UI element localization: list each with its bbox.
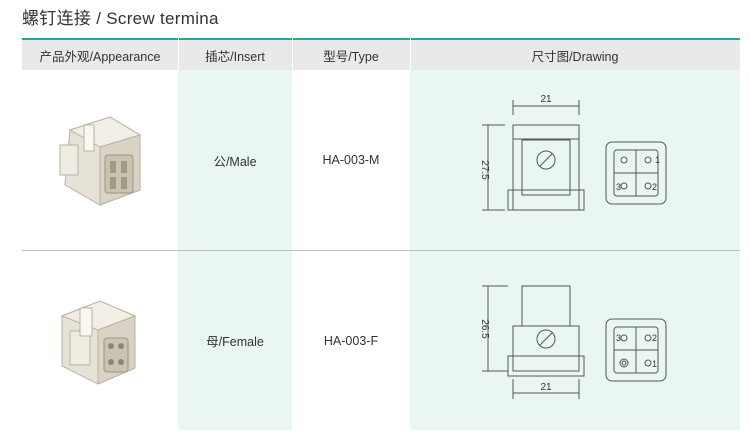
header-drawing: 尺寸图/Drawing (410, 38, 740, 70)
row-divider (22, 250, 740, 251)
female-pin-2: 2 (652, 333, 657, 343)
drawing-male: 21 27.5 1 2 3 (410, 70, 740, 250)
drawing-female: 26.5 21 3 2 1 (410, 251, 740, 430)
insert-male: 公/Male (213, 154, 257, 169)
male-connector-image (59, 116, 142, 206)
female-pin-3: 3 (616, 333, 621, 343)
female-connector-image (60, 299, 137, 385)
page-title: 螺钉连接 / Screw termina (22, 9, 219, 28)
male-height-label: 27.5 (479, 160, 490, 180)
header-insert: 插芯/Insert (178, 38, 292, 70)
male-pin-2: 2 (652, 182, 657, 192)
female-width-label: 21 (540, 382, 552, 393)
header-appearance: 产品外观/Appearance (22, 38, 178, 70)
male-dimension-drawing: 21 27.5 1 2 3 (479, 94, 667, 211)
female-pin-1: 1 (652, 359, 657, 369)
female-height-label: 26.5 (479, 319, 490, 339)
male-width-label: 21 (540, 94, 552, 105)
female-dimension-drawing: 26.5 21 3 2 1 (479, 285, 667, 399)
male-pin-1: 1 (655, 155, 660, 165)
product-photo-male (22, 70, 178, 250)
insert-female: 母/Female (206, 335, 264, 349)
product-table: 产品外观/Appearance 插芯/Insert 型号/Type 尺寸图/Dr… (22, 38, 740, 430)
type-female: HA-003-F (323, 333, 379, 348)
type-male: HA-003-M (322, 153, 380, 167)
product-photo-female (22, 251, 178, 430)
male-pin-3: 3 (616, 182, 621, 192)
header-type: 型号/Type (292, 38, 410, 70)
